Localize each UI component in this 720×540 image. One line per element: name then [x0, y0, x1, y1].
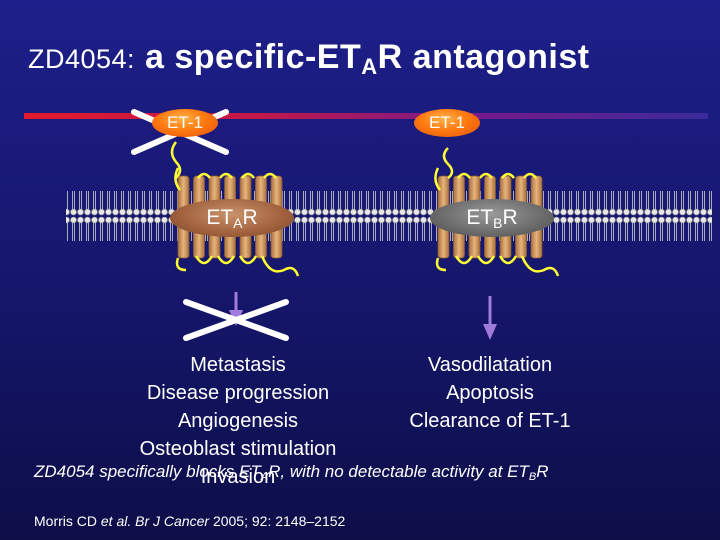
eta-effect-item: Osteoblast stimulation	[139, 438, 337, 460]
blocked-signal-cross	[183, 299, 289, 341]
summary-note: ZD4054 specifically blocks ETAR, with no…	[34, 462, 549, 483]
receptor-etb-sub: B	[493, 215, 503, 231]
title-prefix: ZD4054:	[28, 44, 136, 74]
title-subscript: A	[361, 54, 378, 79]
etb-effect-item: Apoptosis	[446, 382, 534, 404]
citation-details: 2005; 92: 2148–2152	[209, 513, 346, 529]
eta-effect-item: Metastasis	[190, 354, 286, 376]
receptor-eta-base: ET	[206, 206, 234, 229]
receptor-a-tail	[170, 141, 182, 179]
receptor-etb-suffix: R	[502, 206, 518, 229]
note-part1: ZD4054 specifically blocks ET	[34, 462, 261, 481]
eta-effect-item: Invasion	[200, 466, 276, 488]
receptor-b-tail	[442, 147, 454, 179]
title-suffix: R antagonist	[377, 38, 590, 76]
ligand-et1-right: ET-1	[414, 109, 480, 137]
receptor-eta-suffix: R	[242, 206, 258, 229]
ligand-et1-left: ET-1	[152, 109, 218, 137]
receptor-etb: ETBR	[430, 199, 554, 237]
citation-journal: Br J Cancer	[131, 513, 210, 529]
etb-effects-list: Vasodilatation Apoptosis Clearance of ET…	[380, 351, 600, 435]
citation-authors: Morris CD	[34, 513, 101, 529]
etb-effect-item: Vasodilatation	[427, 354, 553, 376]
eta-effect-item: Angiogenesis	[177, 410, 299, 432]
citation: Morris CD et al. Br J Cancer 2005; 92: 2…	[34, 513, 345, 529]
signal-arrow-b	[483, 296, 497, 340]
eta-effect-item: Disease progression	[146, 382, 330, 404]
receptor-b-loops	[434, 167, 560, 277]
citation-etal: et al.	[100, 513, 132, 529]
etb-effect-item: Clearance of ET-1	[409, 410, 571, 432]
eta-effects-list: Metastasis Disease progression Angiogene…	[108, 351, 368, 491]
slide-title: ZD4054: a specific-ETAR antagonist	[28, 38, 590, 80]
receptor-eta: ETAR	[170, 199, 294, 237]
note-sub2: B	[528, 471, 537, 483]
title-main: a specific-ET	[135, 38, 362, 76]
note-sub1: A	[260, 471, 269, 483]
receptor-a-loops	[174, 167, 300, 277]
note-part3: R	[536, 462, 549, 481]
note-part2: R, with no detectable activity at ET	[268, 462, 529, 481]
receptor-etb-base: ET	[466, 206, 494, 229]
receptor-eta-sub: A	[233, 215, 243, 231]
color-gradient-bar	[24, 113, 708, 119]
lipid-bilayer	[66, 187, 712, 241]
